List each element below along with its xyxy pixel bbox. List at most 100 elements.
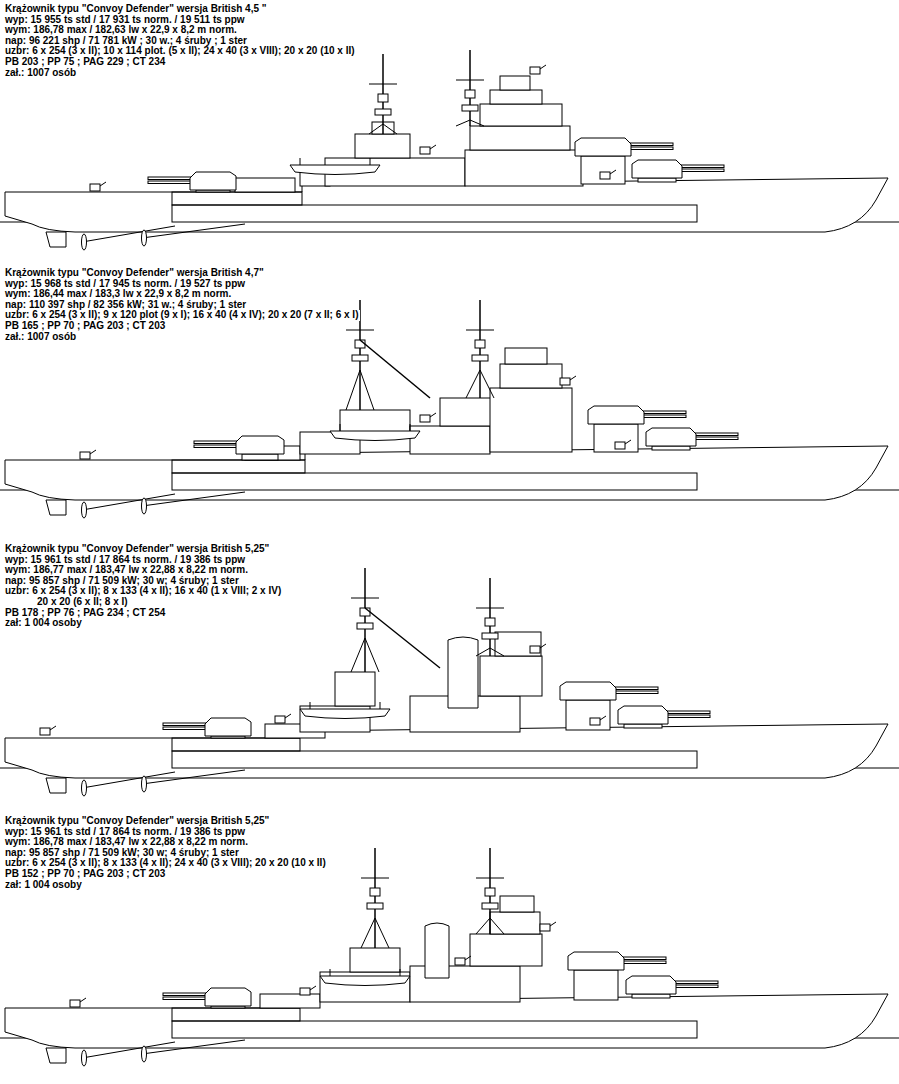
- mast-platform: [352, 355, 368, 361]
- ship-boat: [320, 976, 410, 986]
- davit: [310, 702, 311, 709]
- barbette: [581, 156, 625, 184]
- mast-yard: [466, 330, 494, 331]
- armour-belt: [172, 751, 697, 768]
- aa-barrel: [540, 644, 546, 648]
- gun-barrel: [163, 993, 207, 996]
- cruiser-profile: [0, 568, 899, 796]
- spec-line: PB 165 ; PP 70 ; PAG 203 ; CT 203: [5, 321, 167, 332]
- mast-platform: [482, 633, 498, 639]
- gun-barrel: [194, 445, 238, 448]
- aa-barrel: [610, 170, 616, 174]
- mast-leg: [470, 120, 484, 126]
- superstructure: [470, 126, 570, 150]
- spec-line: zał: 1 004 osoby: [5, 618, 84, 629]
- armour-belt: [172, 1021, 697, 1038]
- ship-title: Krążownik typu "Convoy Defender" wersja …: [5, 4, 269, 15]
- spec-line: nap: 95 857 shp / 71 509 kW; 30 w; 4 śru…: [5, 848, 241, 859]
- superstructure: [490, 90, 542, 104]
- spec-line: wyp: 15 961 ts std / 17 864 ts norm. / 1…: [5, 555, 247, 566]
- superstructure: [335, 672, 375, 706]
- mast-yard: [361, 878, 389, 879]
- spec-block: Krążownik typu "Convoy Defender" wersja …: [5, 544, 283, 629]
- aa-barrel: [540, 65, 546, 69]
- aa-barrel: [430, 413, 436, 417]
- gun-barrel: [614, 691, 658, 694]
- spec-line: 20 x 20 (6 x II; 8 x I): [37, 597, 130, 608]
- superstructure: [320, 972, 410, 1002]
- gun-turret: [575, 138, 631, 156]
- mast-leg: [361, 918, 375, 948]
- gun-barrel: [148, 177, 192, 180]
- superstructure: [470, 934, 542, 966]
- gun-turret: [618, 706, 668, 724]
- radar-box: [378, 94, 388, 102]
- mast-leg: [456, 120, 470, 126]
- gun-barrel: [680, 169, 724, 172]
- gun-barrel: [674, 981, 718, 984]
- aa-barrel: [430, 145, 436, 149]
- propeller: [142, 1046, 147, 1062]
- superstructure: [500, 364, 562, 388]
- aa-mount: [300, 988, 310, 995]
- prop-shaft: [82, 772, 175, 788]
- gun-barrel: [163, 997, 207, 1000]
- propeller: [142, 776, 147, 792]
- gun-barrel: [694, 437, 738, 440]
- mast-leg: [360, 370, 374, 410]
- gun-barrel: [614, 687, 658, 690]
- spec-block: Krążownik typu "Convoy Defender" wersja …: [5, 4, 357, 78]
- aa-barrel: [570, 376, 576, 380]
- aa-barrel: [100, 182, 106, 186]
- gun-turret: [236, 436, 284, 454]
- aa-mount: [560, 378, 570, 385]
- superstructure: [500, 896, 534, 912]
- mast-leg: [490, 918, 504, 934]
- propeller: [142, 498, 147, 514]
- barbette: [624, 724, 662, 728]
- radar-box: [485, 618, 495, 626]
- barbette: [594, 424, 638, 452]
- superstructure: [410, 426, 490, 454]
- spec-line: wyp: 15 955 ts std / 17 931 ts norm. / 1…: [5, 15, 247, 26]
- prop-shaft: [82, 1042, 175, 1058]
- rudder: [46, 778, 66, 793]
- gun-barrel: [674, 985, 718, 988]
- propeller: [142, 230, 147, 246]
- davit: [300, 158, 301, 165]
- superstructure: [490, 388, 572, 452]
- spec-line: nap: 95 857 shp / 71 509 kW; 30 w; 4 śru…: [5, 576, 241, 587]
- mast-leg: [369, 124, 383, 134]
- mast-yard: [476, 608, 504, 609]
- mast-yard: [476, 878, 504, 879]
- rudder: [46, 1048, 66, 1063]
- davit: [330, 969, 331, 976]
- armour-belt-upper: [172, 192, 302, 205]
- spec-line: zał.: 1007 osób: [5, 332, 78, 343]
- mast-leg: [476, 918, 490, 934]
- aa-barrel: [625, 440, 631, 444]
- barbette: [574, 970, 618, 1000]
- gun-turret: [632, 160, 682, 178]
- spec-line: PB 203 ; PP 75 ; PAG 229 ; CT 234: [5, 57, 167, 68]
- mast-yard: [369, 84, 397, 85]
- superstructure: [500, 76, 530, 90]
- crane-jib: [365, 608, 440, 668]
- gun-barrel: [622, 961, 666, 964]
- gun-turret: [626, 976, 676, 994]
- superstructure: [495, 632, 541, 656]
- davit: [370, 158, 371, 165]
- superstructure: [505, 348, 547, 364]
- prop-shaft: [142, 770, 245, 784]
- ship-boat: [290, 165, 380, 175]
- mast-leg: [375, 918, 389, 948]
- barbette: [242, 454, 278, 460]
- crane-jib: [360, 340, 430, 398]
- aa-mount: [90, 184, 100, 191]
- gun-barrel: [629, 147, 673, 150]
- rudder: [46, 232, 66, 247]
- aa-barrel: [285, 714, 291, 718]
- cruiser-profile: [0, 300, 899, 518]
- gun-barrel: [629, 143, 673, 146]
- funnel: [448, 637, 478, 708]
